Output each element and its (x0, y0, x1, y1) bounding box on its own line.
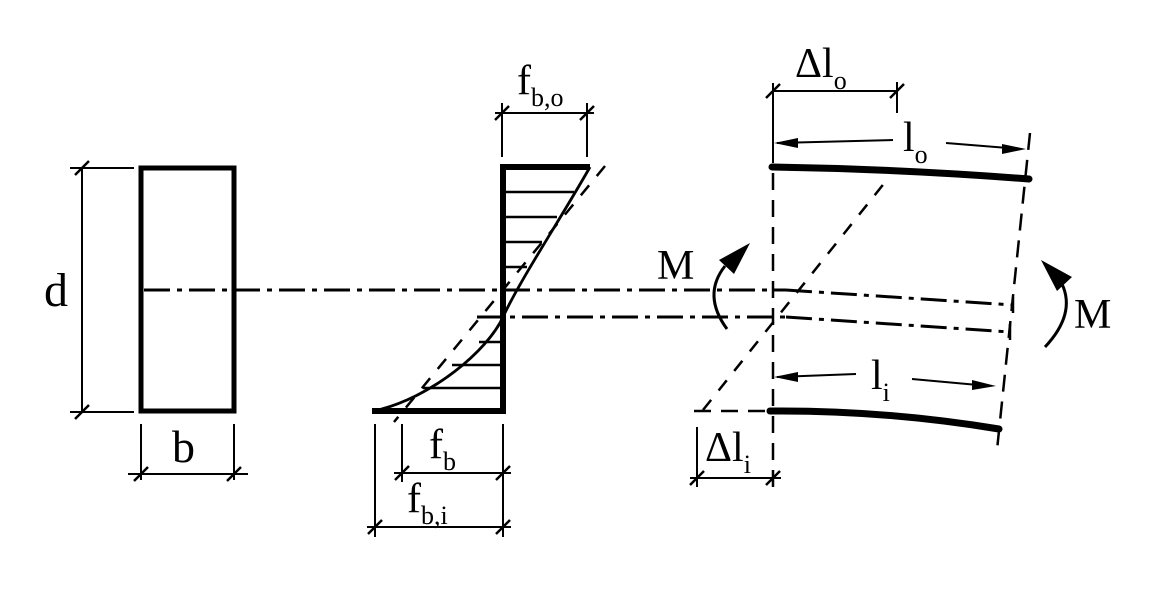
linear-stress-subscript: b (443, 447, 456, 476)
moment-arrow-right: M (1041, 260, 1111, 349)
inner-elongation-dimension: Δli (689, 425, 781, 487)
inner-length-subscript: i (883, 378, 890, 407)
linear-stress-dashed-line (393, 165, 606, 423)
inner-stress-label: fb,i (407, 476, 448, 530)
actual-stress-curve (373, 166, 592, 413)
linear-stress-dimension: fb (374, 422, 511, 537)
linear-stress-symbol: f (429, 422, 443, 468)
outer-stress-subscript: b,o (531, 83, 564, 112)
dimension-tick (689, 470, 705, 486)
left-arrowhead (774, 138, 798, 148)
dimension-tick (765, 470, 781, 486)
outer-length-symbol: l (903, 115, 915, 161)
moment-right-label: M (1074, 292, 1111, 338)
outer-stress-symbol: f (517, 58, 531, 104)
dimension-tick (495, 465, 511, 481)
axis-lines (144, 288, 786, 319)
moment-arrowhead (719, 243, 750, 274)
stress-distribution: fb,o fb fb,i (367, 58, 606, 537)
outer-stress-dimension: fb,o (494, 58, 595, 157)
moment-arc (712, 265, 729, 330)
outer-elongation-label: Δlo (795, 41, 847, 95)
dimension-tick (495, 519, 511, 535)
outer-length-label: lo (903, 115, 928, 169)
outer-fiber-chord (768, 163, 1033, 183)
arrow-shaft (945, 142, 1009, 149)
outer-elongation-dimension: Δlo (765, 41, 905, 113)
dimension-tick (579, 105, 595, 121)
outer-elongation-subscript: o (834, 66, 847, 95)
cross-section-rect (138, 165, 237, 414)
arrow-shaft (911, 378, 979, 386)
inner-stress-dimension: fb,i (367, 476, 511, 535)
dimension-tick (765, 83, 781, 99)
dimension-tick (74, 404, 90, 420)
inner-length-label: li (871, 353, 890, 407)
inner-length-dimension: li (774, 353, 996, 407)
stress-hatching (423, 190, 574, 390)
moment-arrowhead (1041, 260, 1072, 291)
dimension-tick (367, 519, 383, 535)
inner-elongation-symbol: Δl (705, 425, 744, 471)
dimension-tick (226, 466, 242, 482)
inner-fiber-chord (766, 407, 1003, 433)
outer-elongation-symbol: Δl (795, 41, 834, 87)
outer-stress-label: fb,o (517, 58, 564, 112)
right-arrowhead (972, 380, 996, 390)
inner-length-symbol: l (871, 353, 883, 399)
outer-length-dimension: lo (774, 115, 1026, 169)
dimension-tick (74, 160, 90, 176)
depth-dimension: d (44, 160, 134, 420)
dimension-tick (133, 466, 149, 482)
deformed-element: Δlo lo li Δli M (657, 41, 1111, 487)
linear-stress-label: fb (429, 422, 456, 476)
moment-arc (1043, 283, 1068, 349)
dimension-tick (394, 465, 410, 481)
right-arrowhead (1002, 144, 1026, 154)
dimension-tick (494, 105, 510, 121)
deformed-centroid-axis-line (785, 288, 1014, 307)
outer-length-subscript: o (915, 140, 928, 169)
inner-stress-subscript: b,i (421, 501, 448, 530)
moment-arrow-left: M (657, 243, 750, 330)
inner-elongation-subscript: i (744, 450, 751, 479)
deformed-neutral-axis-line (785, 315, 1011, 334)
moment-left-label: M (657, 243, 694, 289)
depth-dimension-label: d (44, 264, 68, 317)
inner-stress-symbol: f (407, 476, 421, 522)
dimension-tick (889, 83, 905, 99)
inner-elongation-label: Δli (705, 425, 751, 479)
cross-section: d b (44, 160, 248, 482)
width-dimension-label: b (172, 421, 195, 472)
left-arrowhead (774, 372, 798, 382)
width-dimension: b (128, 421, 248, 482)
